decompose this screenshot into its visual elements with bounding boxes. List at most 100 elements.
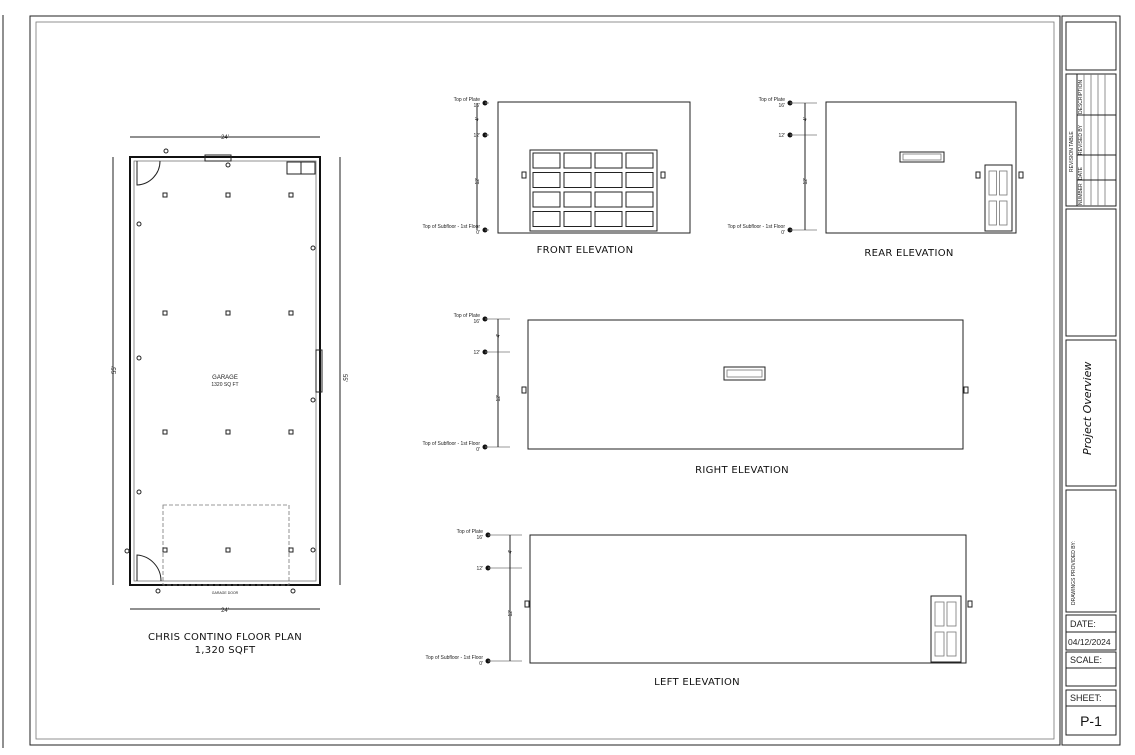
rear-elevation-wall bbox=[825, 101, 1017, 234]
level-label: Top of Plate bbox=[759, 97, 786, 103]
level-value: 12' bbox=[778, 133, 785, 139]
ceiling-light-icon bbox=[225, 547, 231, 553]
door-panel bbox=[999, 170, 1008, 196]
garage-door-panel bbox=[625, 191, 654, 208]
sheet-border-outer bbox=[29, 15, 1061, 746]
width-dim-bottom: 24' bbox=[221, 608, 229, 614]
revision-table: REVISION TABLE NUMBER DATE REVISED BY DE… bbox=[1065, 73, 1117, 207]
sheet-title-box bbox=[1065, 339, 1117, 487]
level-value: 0' bbox=[781, 230, 785, 236]
outlet-icon bbox=[310, 245, 316, 251]
drawings-provided-label: DRAWINGS PROVIDED BY: bbox=[1071, 541, 1077, 605]
date-value: 04/12/2024 bbox=[1068, 637, 1111, 647]
exterior-wall bbox=[129, 156, 321, 586]
ceiling-light-icon bbox=[288, 547, 294, 553]
outlet-icon bbox=[290, 588, 296, 594]
door-bottom bbox=[136, 554, 162, 582]
sheet-title: Project Overview bbox=[1081, 362, 1094, 455]
window bbox=[723, 366, 766, 381]
width-dim: 24' bbox=[221, 135, 229, 141]
window bbox=[315, 349, 323, 393]
garage-door-panel bbox=[532, 191, 561, 208]
level-label: Top of Subfloor - 1st Floor bbox=[727, 224, 785, 230]
garage-door-swing bbox=[162, 504, 290, 586]
garage-door-panel bbox=[625, 172, 654, 188]
ceiling-light-icon bbox=[225, 192, 231, 198]
door bbox=[930, 595, 962, 663]
floor-plan-title: CHRIS CONTINO FLOOR PLAN bbox=[148, 632, 302, 643]
outlet-icon bbox=[124, 548, 130, 554]
ceiling-light-icon bbox=[225, 429, 231, 435]
level-label: Top of Subfloor - 1st Floor bbox=[425, 655, 483, 661]
left-elevation-title: LEFT ELEVATION bbox=[654, 677, 740, 688]
svg-text:12': 12' bbox=[496, 395, 502, 402]
ceiling-light-icon bbox=[162, 310, 168, 316]
door-panel bbox=[988, 200, 997, 226]
elevations: FRONT ELEVATION REAR ELEVATION RIGHT ELE… bbox=[422, 97, 1024, 688]
level-label: Top of Subfloor - 1st Floor bbox=[422, 441, 480, 447]
length-dim-right: 55' bbox=[341, 374, 347, 382]
outlet-icon bbox=[155, 588, 161, 594]
room-area: 1320 SQ FT bbox=[211, 382, 238, 388]
level-label: Top of Subfloor - 1st Floor bbox=[422, 224, 480, 230]
outlet-icon bbox=[163, 148, 169, 154]
outlet-icon bbox=[225, 162, 231, 168]
light-fixture-icon bbox=[1018, 171, 1024, 179]
length-dim: 55' bbox=[112, 366, 118, 374]
svg-text:DATE: DATE bbox=[1078, 166, 1084, 180]
ceiling-light-icon bbox=[162, 192, 168, 198]
light-fixture-icon bbox=[975, 171, 981, 179]
garage-door-label: GARAGE DOOR bbox=[212, 591, 239, 595]
garage-door-panel bbox=[563, 152, 592, 169]
garage-door-panel bbox=[625, 211, 654, 227]
door bbox=[984, 164, 1013, 232]
svg-text:4': 4' bbox=[508, 550, 514, 554]
level-value: 0' bbox=[479, 661, 483, 667]
svg-text:12': 12' bbox=[508, 610, 514, 617]
outlet-icon bbox=[136, 355, 142, 361]
outlet-icon bbox=[310, 397, 316, 403]
door-panel bbox=[946, 631, 957, 657]
garage-door-panel bbox=[563, 191, 592, 208]
left-elevation-wall bbox=[529, 534, 967, 664]
garage-door-panel bbox=[532, 152, 561, 169]
level-value: 12' bbox=[476, 566, 483, 572]
door-panel bbox=[988, 170, 997, 196]
sheet-label: SHEET: bbox=[1070, 693, 1102, 703]
level-value: 16' bbox=[476, 535, 483, 541]
svg-text:REVISED BY: REVISED BY bbox=[1078, 124, 1084, 155]
light-fixture-icon bbox=[660, 171, 666, 179]
svg-text:DESCRIPTION: DESCRIPTION bbox=[1078, 79, 1084, 114]
scale-label: SCALE: bbox=[1070, 655, 1102, 665]
level-value: 0' bbox=[476, 230, 480, 236]
ceiling-light-icon bbox=[225, 310, 231, 316]
level-value: 0' bbox=[476, 447, 480, 453]
floor-plan: 24' 24' 55' 55' GARAGE DOOR GARAGE 1320 … bbox=[112, 135, 347, 656]
svg-text:4': 4' bbox=[496, 334, 502, 338]
front-elevation-wall bbox=[497, 101, 691, 234]
outlet-icon bbox=[136, 221, 142, 227]
garage-door-panel bbox=[532, 172, 561, 188]
rear-elevation-title: REAR ELEVATION bbox=[864, 248, 953, 259]
garage-door-panel bbox=[594, 191, 623, 208]
level-value: 12' bbox=[473, 350, 480, 356]
window bbox=[204, 154, 232, 162]
level-value: 16' bbox=[778, 103, 785, 109]
ceiling-light-icon bbox=[162, 429, 168, 435]
garage-door-panel bbox=[563, 211, 592, 227]
level-label: Top of Plate bbox=[454, 313, 481, 319]
garage-door bbox=[529, 149, 658, 232]
right-elevation-title: RIGHT ELEVATION bbox=[695, 465, 789, 476]
level-value: 16' bbox=[473, 319, 480, 325]
light-fixture-icon bbox=[963, 386, 969, 394]
outlet-icon bbox=[136, 489, 142, 495]
svg-text:4': 4' bbox=[475, 117, 481, 121]
title-block: REVISION TABLE NUMBER DATE REVISED BY DE… bbox=[1061, 15, 1121, 746]
revision-table-title: REVISION TABLE bbox=[1069, 131, 1075, 172]
svg-text:12': 12' bbox=[475, 178, 481, 185]
outlet-icon bbox=[310, 547, 316, 553]
garage-door-panel bbox=[563, 172, 592, 188]
